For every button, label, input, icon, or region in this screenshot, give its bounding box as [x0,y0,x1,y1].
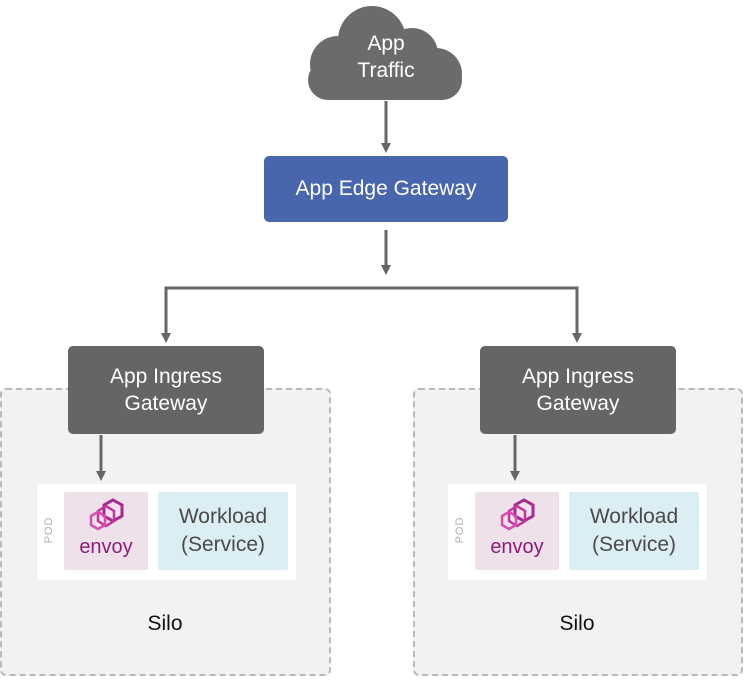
pod-left: POD envoy Workload (Service) [37,484,296,580]
envoy-logo-icon [500,498,535,531]
silo-label-right: Silo [559,612,595,635]
cloud-label: App Traffic [318,30,454,84]
ingress-gateway-left: App Ingress Gateway [68,346,264,434]
workload-box-right: Workload (Service) [569,492,699,570]
envoy-label-left: envoy [79,536,133,558]
pod-right: POD envoy Workload (Service) [448,484,707,580]
pod-label-right: POD [454,516,466,544]
workload-left-line2: (Service) [180,533,265,556]
ingress-gateway-right: App Ingress Gateway [480,346,676,434]
ingress-gateway-right-line1: App Ingress [521,365,635,388]
ingress-gateway-left-line1: App Ingress [109,365,223,388]
envoy-box-left: envoy [64,492,148,570]
cloud-label-line2: Traffic [357,59,415,82]
workload-left-line1: Workload [178,505,268,528]
envoy-box-right: envoy [475,492,559,570]
workload-box-left: Workload (Service) [158,492,288,570]
edge-gateway-box: App Edge Gateway [264,156,508,222]
silo-label-left: Silo [147,612,183,635]
workload-right-line1: Workload [589,505,679,528]
cloud-shape [308,6,462,100]
pod-label-left: POD [43,516,55,544]
ingress-gateway-left-line2: Gateway [124,392,208,415]
workload-right-line2: (Service) [591,533,676,556]
connector-split [164,286,579,334]
cloud-label-line1: App [367,32,405,55]
envoy-label-right: envoy [490,536,544,558]
envoy-logo-icon [89,498,124,531]
ingress-gateway-right-line2: Gateway [536,392,620,415]
edge-gateway-label: App Edge Gateway [295,177,477,200]
